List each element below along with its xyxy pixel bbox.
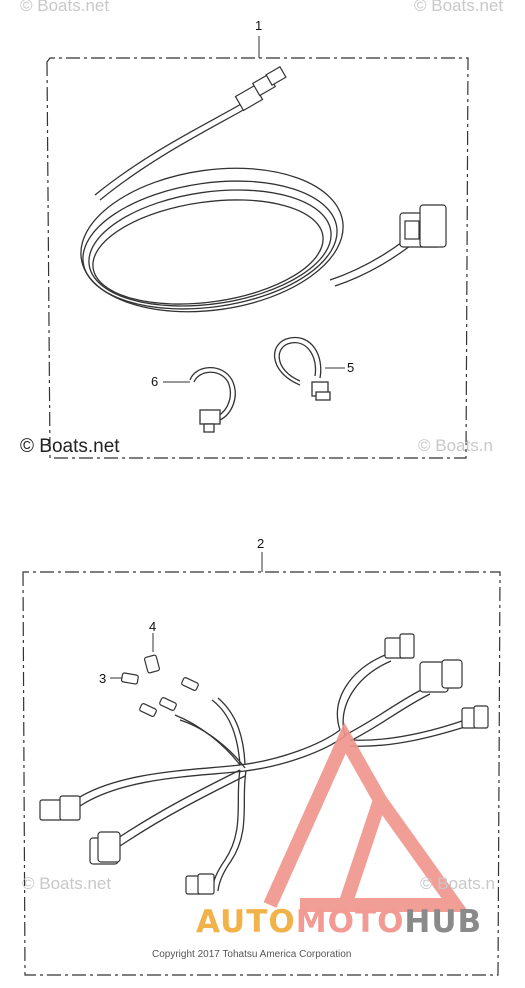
watermark-bottom-right: © Boats.n — [420, 874, 495, 893]
watermark-top-right: © Boats.net — [414, 0, 504, 15]
cable-connector-socket — [399, 204, 447, 248]
wiring-harness — [74, 654, 469, 892]
coiled-cable — [80, 99, 411, 313]
watermark-bottom-left: © Boats.net — [22, 874, 112, 893]
copyright-text: Copyright 2017 Tohatsu America Corporati… — [152, 949, 352, 960]
brand-logo-mark — [263, 722, 469, 912]
callout-5: 5 — [347, 360, 355, 375]
brand-part-c: HUB — [404, 904, 483, 940]
terminal-3 — [120, 672, 139, 685]
callout-3: 3 — [99, 671, 107, 686]
clamp-ring-6 — [189, 366, 236, 433]
assembly-1-frame — [46, 57, 469, 459]
brand-wordmark: AUTOMOTOHUB — [196, 904, 482, 940]
callout-2: 2 — [257, 536, 265, 551]
brand-part-b: MOTO — [295, 904, 405, 940]
callout-6: 6 — [151, 374, 159, 389]
brand-part-a: AUTO — [196, 904, 296, 940]
watermark-top-left: © Boats.net — [20, 0, 110, 15]
callout-4: 4 — [149, 619, 157, 634]
cable-connector-plug — [234, 65, 287, 112]
cable-tie-5 — [274, 336, 331, 401]
terminal-pin-4 — [143, 654, 161, 674]
harness-connectors — [39, 633, 489, 895]
assembly-2-frame — [22, 571, 501, 976]
callout-1: 1 — [255, 18, 263, 33]
watermark-mid-left: © Boats.net — [20, 436, 120, 457]
watermark-mid-right: © Boats.n — [418, 436, 493, 455]
